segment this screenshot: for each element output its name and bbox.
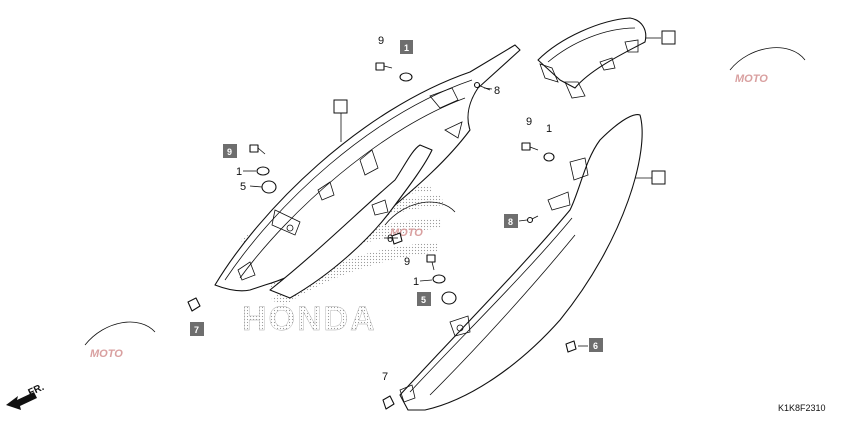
label-9-mid: 9 <box>404 256 410 268</box>
svg-text:8: 8 <box>508 217 513 227</box>
svg-text:1: 1 <box>404 43 409 53</box>
label-5-left: 5 <box>240 181 246 193</box>
svg-text:MOTO: MOTO <box>735 73 768 85</box>
svg-text:7: 7 <box>194 325 199 335</box>
svg-text:9: 9 <box>227 147 232 157</box>
label-6-left: 6 <box>387 233 393 245</box>
nut-7-left <box>187 297 201 312</box>
bolt-9-right <box>521 142 539 151</box>
label-9-top: 9 <box>378 35 384 47</box>
front-direction-arrow: FR. <box>6 382 46 410</box>
honda-logo-text: HONDA <box>242 300 377 338</box>
clip-6-right <box>565 340 577 353</box>
diagram-code: K1K8F2310 <box>778 403 826 413</box>
bolt-9-top <box>375 62 393 71</box>
watermark-top-right: MOTO <box>729 47 806 85</box>
inner-stay <box>269 144 433 299</box>
right-side-cover <box>399 114 643 411</box>
clip-6-left <box>391 232 403 245</box>
box-label-7: 7 <box>190 322 204 336</box>
washer-1-mid <box>432 274 446 284</box>
callout-box-center-cover <box>661 30 676 45</box>
label-1-left: 1 <box>236 166 242 178</box>
washer-1-left <box>256 166 270 176</box>
left-side-cover <box>214 44 521 292</box>
washer-1-right <box>543 152 555 162</box>
svg-text:FR.: FR. <box>27 382 46 399</box>
box-label-9: 9 <box>223 144 237 158</box>
box-label-5: 5 <box>417 292 431 306</box>
bolt-9-mid <box>426 254 436 271</box>
nut-7-bottom <box>382 395 395 410</box>
callout-box-left-cover <box>333 99 348 114</box>
svg-text:6: 6 <box>593 341 598 351</box>
svg-text:5: 5 <box>421 295 426 305</box>
callout-box-right-cover <box>651 170 666 185</box>
grommet-5-mid <box>441 291 457 305</box>
box-label-8: 8 <box>504 214 518 228</box>
label-8-top: 8 <box>494 85 500 97</box>
label-9-right: 9 <box>526 116 532 128</box>
label-1-right: 1 <box>546 123 552 135</box>
box-label-1: 1 <box>400 40 413 54</box>
bolt-9-left <box>249 144 266 155</box>
svg-text:MOTO: MOTO <box>90 348 123 360</box>
leader-lines <box>243 37 661 347</box>
rear-center-cover <box>537 17 647 99</box>
grommet-5-left <box>261 180 277 194</box>
label-1-mid: 1 <box>413 276 419 288</box>
washer-1-top <box>399 72 413 82</box>
label-7-bottom: 7 <box>382 371 388 383</box>
screw-8-top <box>477 84 491 91</box>
watermark-bottom-left: MOTO <box>84 321 156 360</box>
hardware <box>187 62 577 410</box>
box-label-6: 6 <box>589 338 603 352</box>
